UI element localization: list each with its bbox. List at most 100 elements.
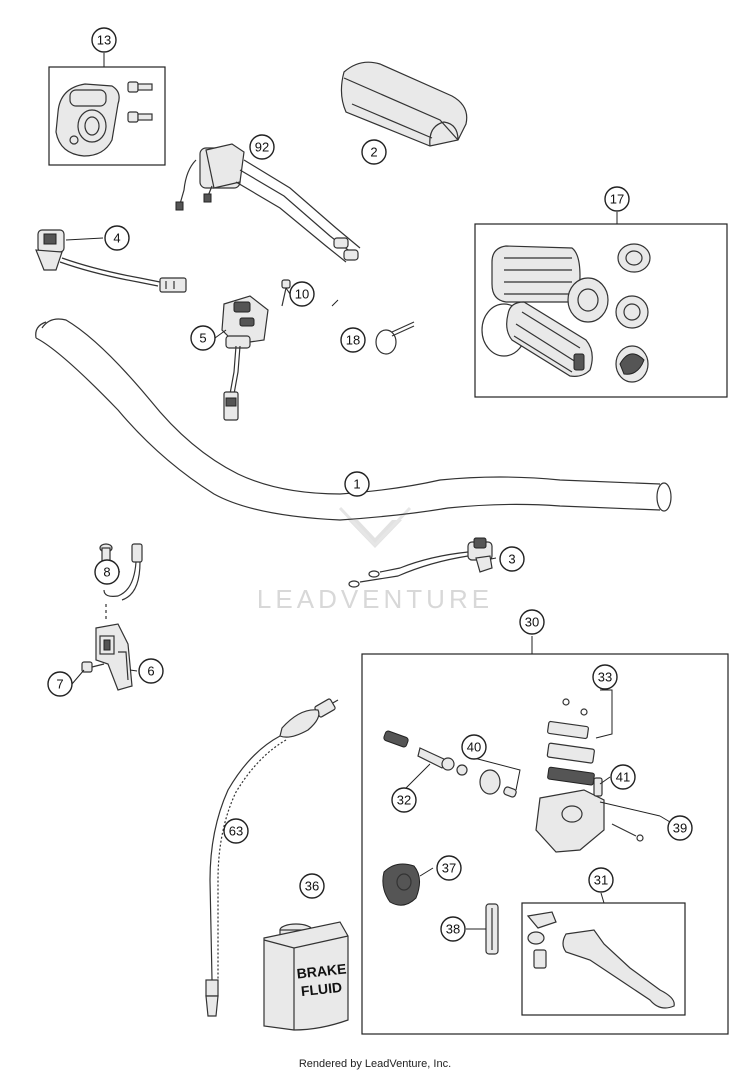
callout-circle [299,873,325,899]
callout-number: 38 [446,922,460,937]
callout-circle [610,764,636,790]
callout-3[interactable]: 3 [499,546,525,572]
brake-fluid-can-part[interactable]: BRAKE FLUID [263,921,349,1031]
callout-10[interactable]: 10 [289,281,315,307]
callout-number: 5 [199,331,206,346]
callout-number: 40 [467,740,481,755]
callout-circle [391,787,417,813]
callout-circle [47,671,73,697]
callout-number: 18 [346,333,360,348]
callout-number: 7 [56,677,63,692]
callout-circle [499,546,525,572]
brake-lever-part[interactable] [526,911,675,1009]
footer-credit: Rendered by LeadVenture, Inc. [298,1058,452,1070]
throttle-housing-part[interactable] [55,83,120,157]
callout-circle [440,916,466,942]
callout-number: 92 [255,140,269,155]
callout-circle [91,27,117,53]
callout-40[interactable]: 40 [461,734,487,760]
piston-kit-parts[interactable] [383,730,468,776]
brake-hose-part[interactable] [205,698,339,1017]
callout-number: 37 [442,861,456,876]
clamp-part[interactable] [382,863,420,906]
callout-circle [461,734,487,760]
frame-13 [48,66,166,166]
handlebar-part[interactable] [35,318,672,521]
watermark: LEADVENTURE [257,506,493,614]
callout-38[interactable]: 38 [440,916,466,942]
housing-screws[interactable] [127,81,153,123]
callout-39[interactable]: 39 [667,815,693,841]
callout-circle [94,559,120,585]
callout-circle [249,134,275,160]
cable-tie-part[interactable] [375,321,415,355]
callout-number: 36 [305,879,319,894]
callout-number: 17 [610,192,624,207]
bracket-screw[interactable] [81,661,105,673]
callout-5[interactable]: 5 [190,325,216,351]
callout-31[interactable]: 31 [588,867,614,893]
frame-30 [361,653,729,1035]
callout-circle [138,658,164,684]
callout-63[interactable]: 63 [223,818,249,844]
callout-8[interactable]: 8 [94,559,120,585]
callout-number: 10 [295,287,309,302]
switch-assembly-part[interactable] [221,295,269,421]
callout-number: 33 [598,670,612,685]
reservoir-cover-parts[interactable] [546,698,595,786]
callout-33[interactable]: 33 [592,664,618,690]
callout-circle [340,327,366,353]
callout-circle [190,325,216,351]
callout-36[interactable]: 36 [299,873,325,899]
callout-30[interactable]: 30 [519,609,545,635]
callout-number: 3 [508,552,515,567]
start-switch-part[interactable] [348,537,493,588]
callout-number: 1 [353,477,360,492]
pivot-bolt-part[interactable] [485,903,499,955]
callout-number: 41 [616,770,630,785]
callout-number: 4 [113,231,120,246]
callout-1[interactable]: 1 [344,471,370,497]
handlebar-pad-part[interactable] [340,61,468,147]
callout-2[interactable]: 2 [361,139,387,165]
sensor-bracket-part[interactable] [95,623,133,691]
callout-circle [667,815,693,841]
callout-32[interactable]: 32 [391,787,417,813]
callout-circle [592,664,618,690]
callout-18[interactable]: 18 [340,327,366,353]
callout-circle [104,225,130,251]
callout-13[interactable]: 13 [91,27,117,53]
callout-circle [519,609,545,635]
callout-circle [588,867,614,893]
callout-circle [604,186,630,212]
callout-4[interactable]: 4 [104,225,130,251]
callout-number: 30 [525,615,539,630]
throttle-assembly-part[interactable] [175,143,361,263]
callout-circle [289,281,315,307]
callout-number: 8 [103,565,110,580]
callout-6[interactable]: 6 [138,658,164,684]
callout-17[interactable]: 17 [604,186,630,212]
dust-boot-parts[interactable] [479,769,517,798]
callout-number: 32 [397,793,411,808]
callout-number: 6 [147,664,154,679]
callout-number: 2 [370,145,377,160]
frame-17 [474,223,728,398]
callout-number: 13 [97,33,111,48]
callout-number: 31 [594,873,608,888]
callout-circle [344,471,370,497]
grips-part[interactable] [481,243,651,383]
watermark-text: LEADVENTURE [257,584,493,614]
callout-41[interactable]: 41 [610,764,636,790]
callout-7[interactable]: 7 [47,671,73,697]
callout-circle [361,139,387,165]
callout-circle [223,818,249,844]
callout-37[interactable]: 37 [436,855,462,881]
callout-number: 39 [673,821,687,836]
leader-lines [65,53,681,930]
master-cylinder-part[interactable] [535,777,644,853]
kill-switch-part[interactable] [35,229,187,293]
callout-92[interactable]: 92 [249,134,275,160]
